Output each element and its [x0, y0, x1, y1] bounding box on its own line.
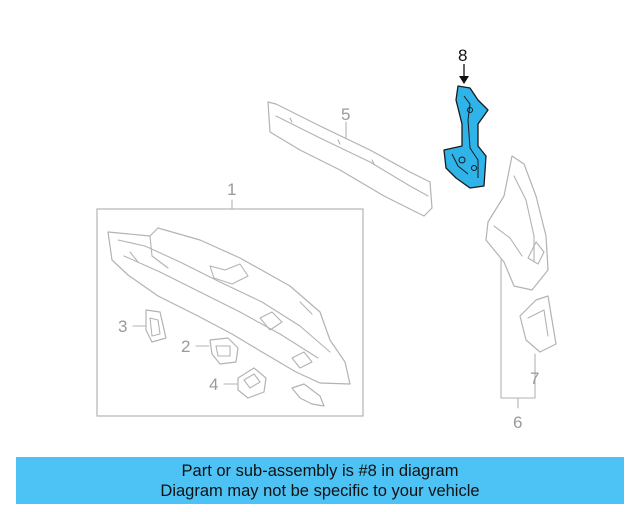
- part-8-highlighted-bracket: [443, 64, 489, 189]
- part-1-rear-panel-assembly: [96, 199, 364, 417]
- callout-6: 6: [513, 413, 522, 432]
- part-2-bracket: [195, 337, 239, 365]
- banner-line-2: Diagram may not be specific to your vehi…: [160, 481, 480, 500]
- callout-3: 3: [118, 317, 127, 336]
- part-7-lower-bracket: [519, 295, 557, 399]
- callout-2: 2: [181, 337, 190, 356]
- banner-line-1: Part or sub-assembly is #8 in diagram: [181, 461, 459, 480]
- part-3-clip: [132, 309, 167, 343]
- part-8-arrowhead-icon: [459, 76, 469, 84]
- callout-7: 7: [530, 369, 539, 388]
- part-1-group-frame: [96, 208, 364, 417]
- info-banner: Part or sub-assembly is #8 in diagram Di…: [16, 457, 624, 504]
- callout-4: 4: [209, 375, 218, 394]
- part-4-block: [223, 367, 325, 407]
- part-6-side-bracket: [485, 155, 549, 409]
- callout-8: 8: [458, 46, 467, 65]
- callout-5: 5: [341, 105, 350, 124]
- callout-1: 1: [227, 180, 236, 199]
- part-5-reinforcement-bar: [267, 101, 433, 217]
